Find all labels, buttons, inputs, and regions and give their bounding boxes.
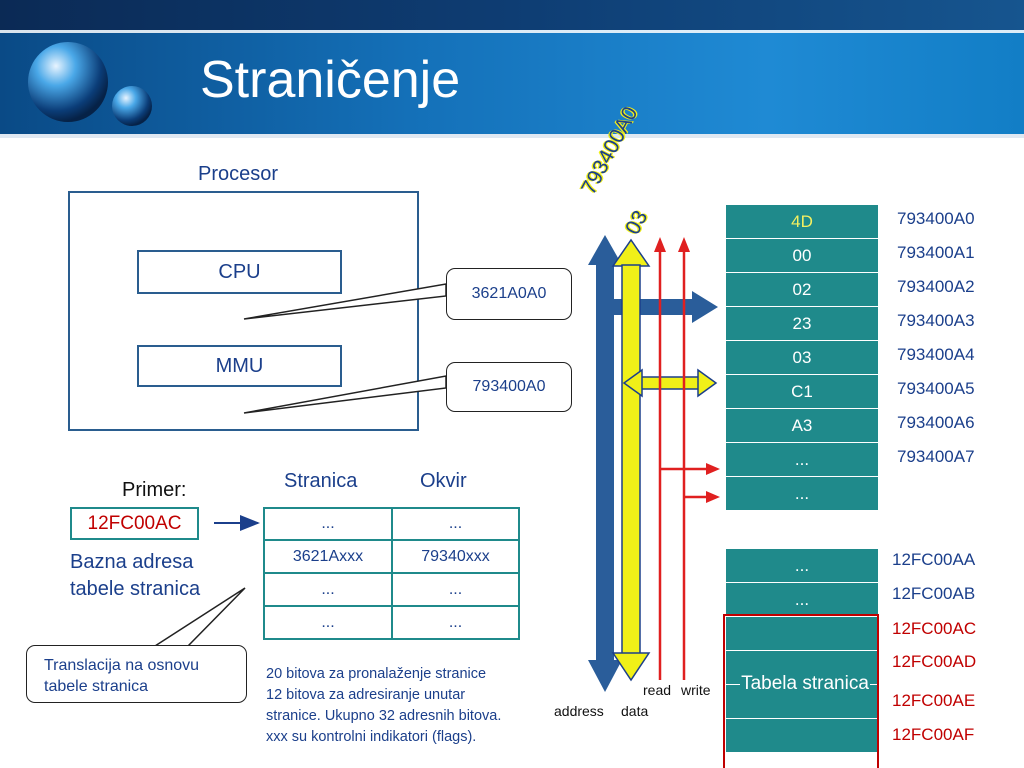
address-bus-label: address bbox=[554, 703, 604, 719]
memory-cell: ... bbox=[726, 477, 878, 511]
table-cell: ... bbox=[391, 572, 520, 607]
page-title: Straničenje bbox=[200, 51, 461, 109]
memory-address: 793400A2 bbox=[897, 277, 975, 296]
note-line: 12 bitova za adresiranje unutar bbox=[266, 687, 466, 703]
control-lines bbox=[654, 237, 720, 680]
memory-cell: C1 bbox=[726, 375, 878, 409]
note-line: xxx su kontrolni indikatori (flags). bbox=[266, 729, 477, 745]
memory-address: 793400A5 bbox=[897, 379, 975, 398]
read-line-label: read bbox=[643, 682, 672, 698]
page-table-label: Tabela stranica bbox=[740, 653, 870, 713]
write-line-label: write bbox=[681, 682, 711, 698]
mmu-address-callout: 793400A0 bbox=[446, 362, 572, 412]
memory-cell: ... bbox=[726, 443, 878, 477]
memory-cell: 02 bbox=[726, 273, 878, 307]
memory-address: 12FC00AB bbox=[892, 584, 976, 603]
cpu-box: CPU bbox=[137, 250, 342, 294]
memory-top-block: 4D 00 02 23 03 C1 A3 ... ... bbox=[726, 205, 878, 511]
memory-cell bbox=[726, 617, 878, 651]
table-cell: 79340xxx bbox=[391, 539, 520, 574]
header-bottom-edge bbox=[0, 134, 1024, 138]
base-caption-line1: Bazna adresa bbox=[70, 551, 194, 573]
memory-cell: 23 bbox=[726, 307, 878, 341]
note-line: stranice. Ukupno 32 adresnih bitova. bbox=[266, 708, 502, 724]
table-cell: ... bbox=[391, 605, 520, 640]
example-label: Primer: bbox=[122, 479, 187, 501]
memory-cell: ... bbox=[726, 583, 878, 617]
base-address-box: 12FC00AC bbox=[70, 507, 199, 540]
data-bus-arrow bbox=[611, 238, 718, 682]
page-table-highlight bbox=[723, 614, 879, 768]
note-line: 20 bitova za pronalaženje stranice bbox=[266, 666, 487, 682]
translation-callout: Translacija na osnovu tabele stranica bbox=[26, 645, 247, 703]
memory-address: 793400A0 bbox=[897, 209, 975, 228]
memory-address: 12FC00AA bbox=[892, 550, 976, 569]
address-bus-arrow bbox=[588, 235, 718, 692]
table-cell: ... bbox=[391, 507, 520, 541]
memory-cell: ... bbox=[726, 549, 878, 583]
memory-cell: 03 bbox=[726, 341, 878, 375]
globe-logo-icon bbox=[28, 42, 152, 126]
memory-address: 793400A6 bbox=[897, 413, 975, 432]
memory-cell: A3 bbox=[726, 409, 878, 443]
memory-address: 793400A4 bbox=[897, 345, 975, 364]
table-cell: 3621Axxx bbox=[263, 539, 393, 574]
cpu-address-callout: 3621A0A0 bbox=[446, 268, 572, 320]
notes-block: 20 bitova za pronalaženje stranice 12 bi… bbox=[266, 664, 501, 748]
memory-address: 793400A3 bbox=[897, 311, 975, 330]
mmu-box: MMU bbox=[137, 345, 342, 387]
data-bus-label: data bbox=[621, 703, 649, 719]
translation-line1: Translacija na osnovu bbox=[44, 657, 200, 674]
memory-address: 793400A1 bbox=[897, 243, 975, 262]
header-topbar bbox=[0, 0, 1024, 30]
memory-address: 12FC00AE bbox=[892, 691, 976, 710]
frame-column-header: Okvir bbox=[420, 470, 467, 492]
memory-address: 793400A7 bbox=[897, 447, 975, 466]
translation-line2: tabele stranica bbox=[44, 678, 149, 695]
memory-address: 12FC00AC bbox=[892, 619, 977, 638]
table-cell: ... bbox=[263, 572, 393, 607]
memory-cell: 4D bbox=[726, 205, 878, 239]
page-column-header: Stranica bbox=[284, 470, 358, 492]
header-divider bbox=[0, 30, 1024, 33]
memory-address: 12FC00AF bbox=[892, 725, 975, 744]
memory-address: 12FC00AD bbox=[892, 652, 977, 671]
memory-cell bbox=[726, 719, 878, 753]
table-cell: ... bbox=[263, 605, 393, 640]
table-cell: ... bbox=[263, 507, 393, 541]
memory-cell: 00 bbox=[726, 239, 878, 273]
processor-label: Procesor bbox=[198, 163, 279, 185]
base-caption-line2: tabele stranica bbox=[70, 578, 201, 600]
